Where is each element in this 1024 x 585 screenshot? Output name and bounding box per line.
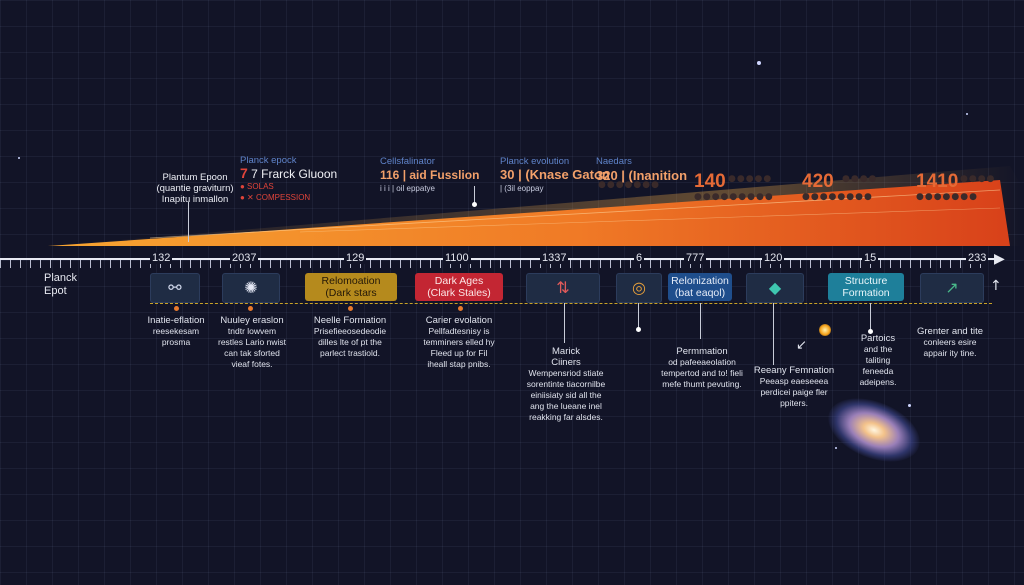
annotation-dot <box>472 202 477 207</box>
description-grenter: Grenter and tite conleers esire appair i… <box>916 326 983 358</box>
target-icon: ◎ <box>632 278 646 297</box>
description-partoics: Partoics and the taliting feneeda adeipe… <box>859 333 897 387</box>
annotation-planck-epock: Planck epock 7 7 Frarck Gluoon ● SOLAS ●… <box>240 155 338 202</box>
tick-label: 6 <box>634 252 645 264</box>
marker-dots: ●●●● <box>960 174 996 184</box>
tick-label: 777 <box>684 252 707 264</box>
description-neelle-formation: Neelle Formation Prisefieeosedeodie dill… <box>313 315 387 358</box>
atom-icon: ✺ <box>244 278 258 297</box>
era-box-bone[interactable]: ⚯ <box>150 273 200 303</box>
description-reeany-femnation: Reeany Femnation Peeasp eaeseeea perdice… <box>753 365 835 408</box>
era-box-reionization[interactable]: Relonization(bat eaqol) <box>668 273 732 301</box>
bone-icon: ⚯ <box>168 278 182 297</box>
axis-start-label: Planck Epot <box>44 272 78 297</box>
era-stem <box>638 303 639 329</box>
marker-dots: ●●●●●●●● <box>802 192 873 202</box>
era-dot <box>248 306 253 311</box>
era-box-recombination[interactable]: Relomoation(Dark stars <box>305 273 397 301</box>
marker-dots: ●●●●●●● <box>916 192 978 202</box>
marker-dots: ●●●●●●● <box>598 180 660 190</box>
zigzag-icon: ↗ <box>945 278 959 297</box>
tick-label: 132 <box>150 252 173 264</box>
era-box-target[interactable]: ◎ <box>616 273 662 303</box>
tick-label: 1337 <box>540 252 569 264</box>
timeline-ticks <box>0 260 990 268</box>
description-nuclear: Nuuley eraslon tndtr lowvem restles Lari… <box>217 315 287 369</box>
annotation-number-1410: 1410 <box>916 171 959 192</box>
era-stem <box>564 303 565 343</box>
energy-wedge <box>48 166 1024 246</box>
star <box>908 404 911 407</box>
description-marick-ciiners: Marick Ciiners Wempensriod stiate sorent… <box>526 346 606 422</box>
star <box>835 447 837 449</box>
tick-label: 120 <box>762 252 785 264</box>
annotation-number-420: 420 <box>802 171 834 192</box>
star <box>18 157 20 159</box>
era-box-dark-ages[interactable]: Dark Ages(Clark Stales) <box>415 273 503 301</box>
era-baseline <box>150 303 992 304</box>
tick-label: 15 <box>862 252 879 264</box>
tick-label: 2037 <box>230 252 259 264</box>
timeline-axis <box>0 258 996 260</box>
annotation-cellsfalinator: Cellsfalinator 116 | aid Fusslion i i i … <box>380 156 480 193</box>
era-dot <box>174 306 179 311</box>
era-box-atom[interactable]: ✺ <box>222 273 280 303</box>
era-dot <box>868 329 873 334</box>
description-inflation: Inatie-eflation reesekesam prosma <box>147 315 205 347</box>
marker-dots: ●●●● <box>842 174 878 184</box>
annotation-number-140: 140 <box>694 171 726 192</box>
tick-label: 1100 <box>443 252 471 264</box>
up-arrow-icon: ↑ <box>990 278 1002 294</box>
annotation-stem <box>188 202 189 242</box>
pointer-arrow-icon: ↙ <box>796 338 807 353</box>
description-carier-evolation: Carier evolation Pellfadtesnisy is temmi… <box>423 315 495 369</box>
star <box>757 61 761 65</box>
era-stem <box>870 303 871 331</box>
tick-label: 129 <box>344 252 367 264</box>
era-dot <box>348 306 353 311</box>
eye-icon: ◆ <box>768 278 782 297</box>
marker-dots: ●●●●●●●●● <box>694 192 774 202</box>
era-stem <box>700 303 701 339</box>
star <box>966 113 968 115</box>
tick-label: 233 <box>966 252 989 264</box>
era-dot <box>636 327 641 332</box>
description-permmation: Permmation od pafeeaeolation tempertod a… <box>661 346 743 389</box>
annotation-plantum-epoon: Plantum Epoon (quantie graviturn) Inapit… <box>156 172 234 205</box>
axis-arrow-icon: ▶ <box>994 251 1005 267</box>
era-dot <box>458 306 463 311</box>
era-stem <box>773 303 774 365</box>
annotation-stem <box>474 186 475 206</box>
annotation-naedars: Naedars 320 | (Inanition <box>596 156 688 183</box>
marker-dots: ●●●●● <box>728 174 773 184</box>
era-box-eye[interactable]: ◆ <box>746 273 804 303</box>
era-box-zigzag[interactable]: ↗ <box>920 273 984 303</box>
era-box-arrows[interactable]: ⇅ <box>526 273 600 303</box>
star-icon <box>819 324 831 336</box>
up-down-arrows-icon: ⇅ <box>556 278 570 297</box>
annotation-planck-evolution: Planck evolution 30 | (Knase Gaton | (3i… <box>500 156 610 193</box>
